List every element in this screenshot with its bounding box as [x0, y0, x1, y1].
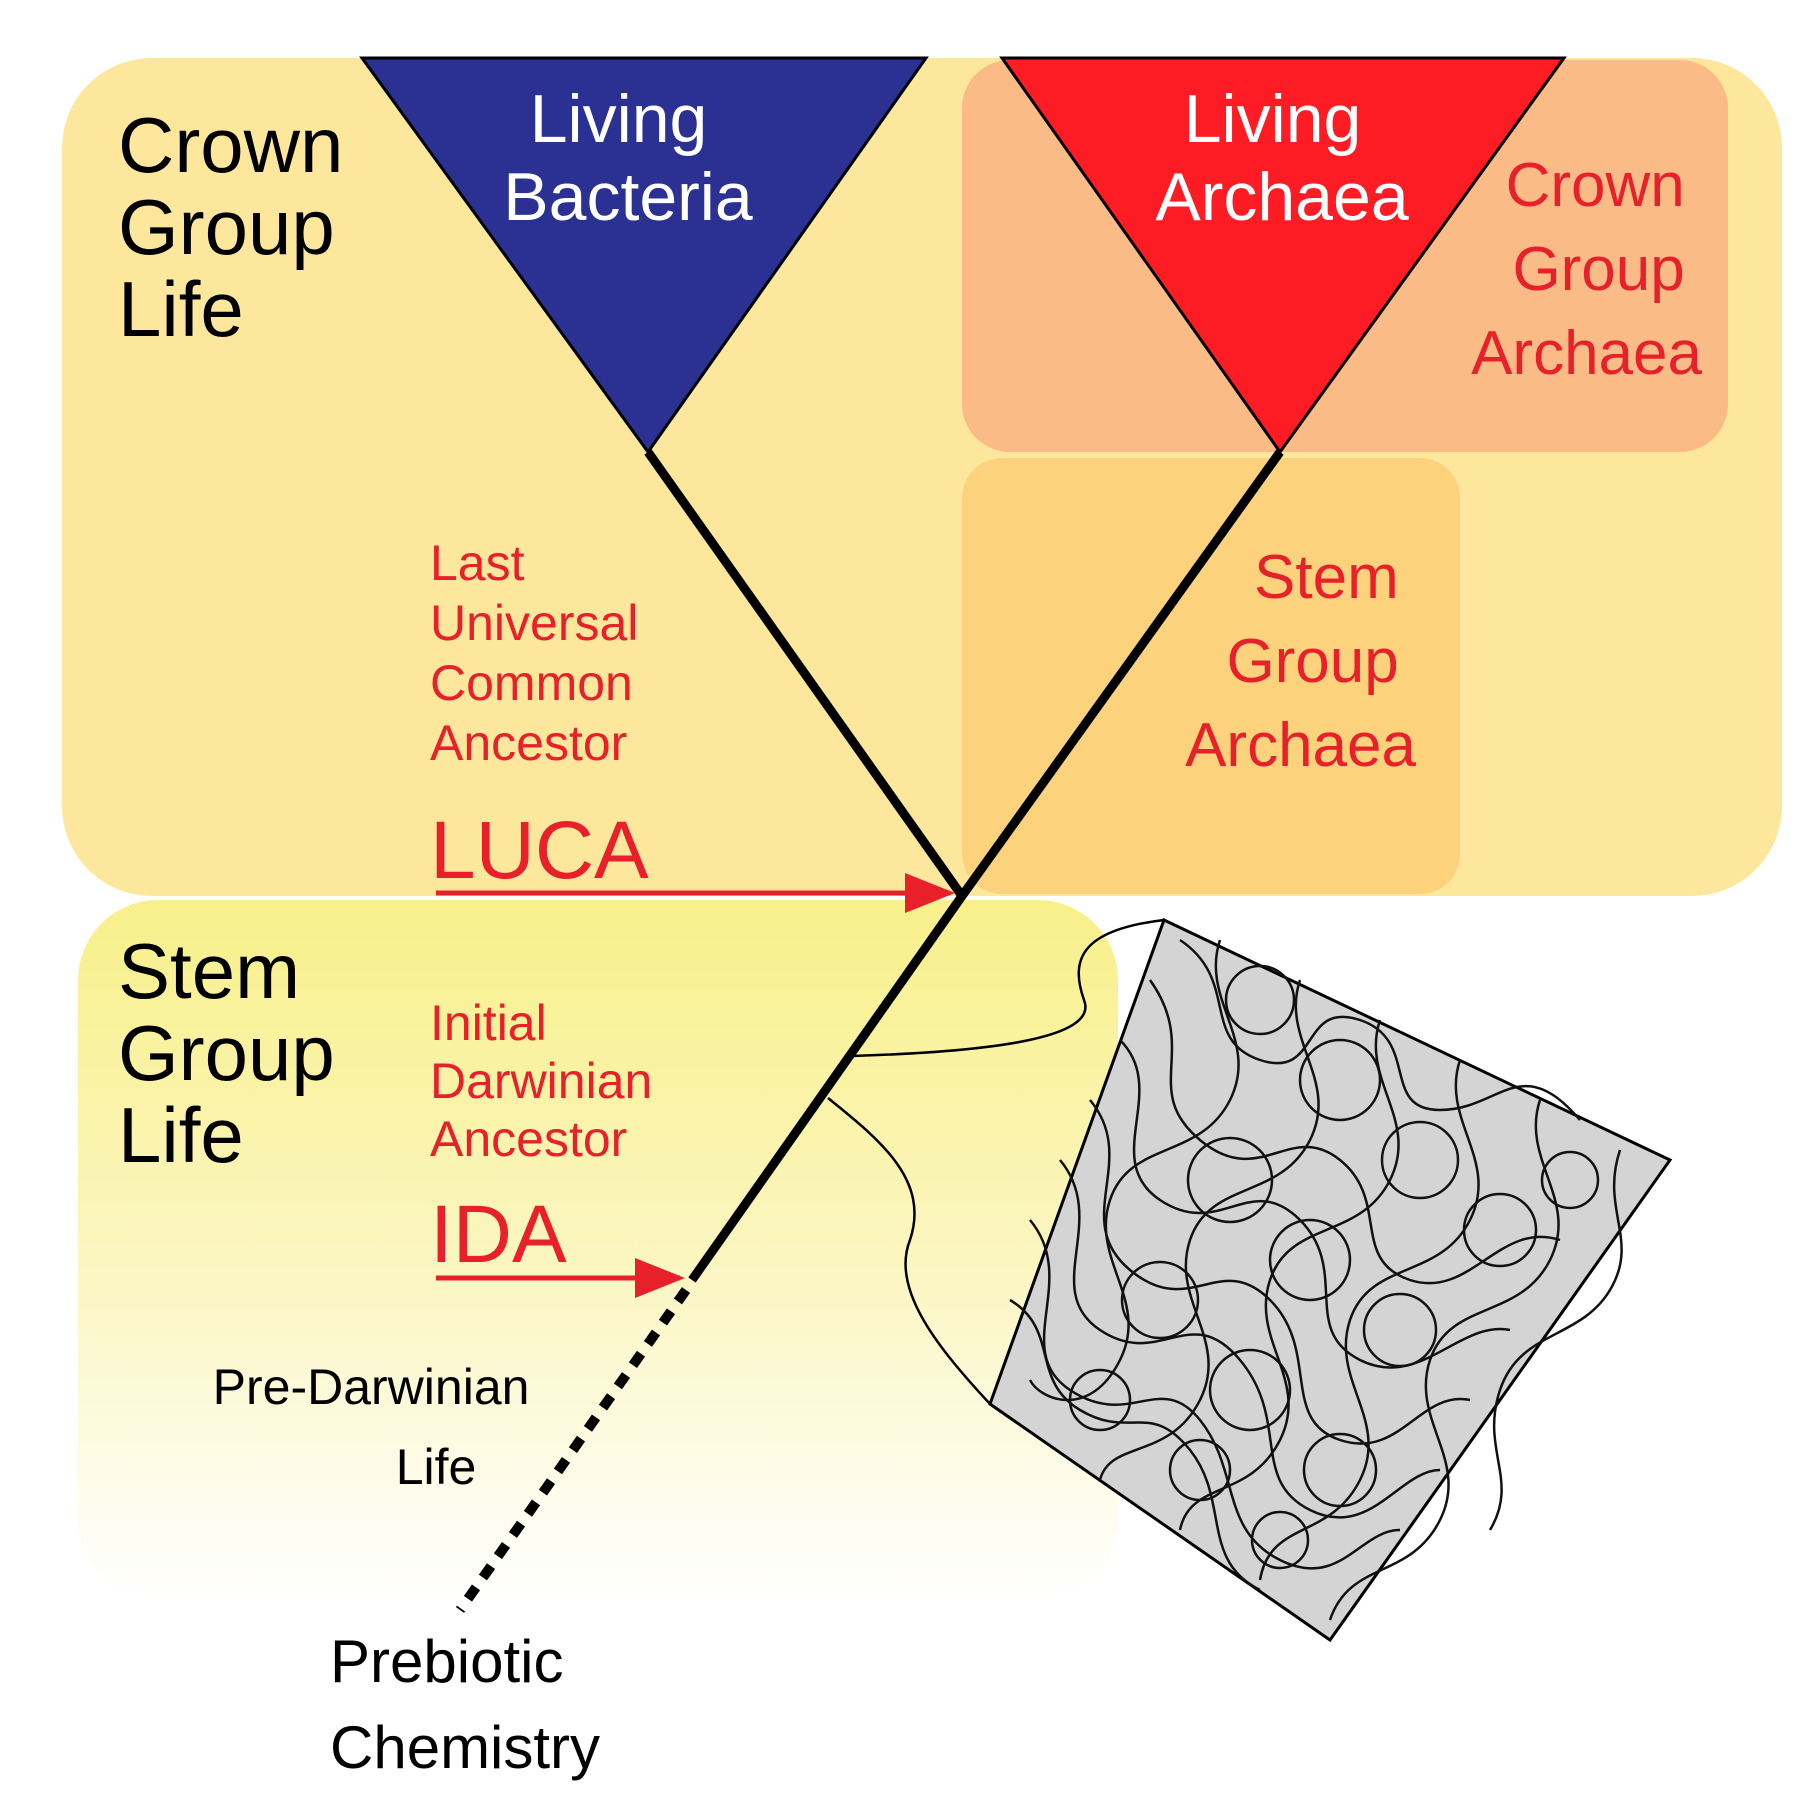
zoom-connector-upper	[851, 918, 1165, 1058]
network-panel	[988, 917, 1673, 1643]
stem-group-life-region	[78, 900, 1118, 1600]
luca-full-name-label: Last Universal Common Ancestor	[430, 535, 652, 771]
stem-group-archaea-label: Stem Group Archaea	[1185, 543, 1416, 780]
living-archaea-label: Living Archaea	[1155, 81, 1408, 235]
luca-abbreviation-label: LUCA	[430, 805, 649, 896]
stem-trunk	[688, 893, 966, 1283]
living-bacteria-triangle	[359, 56, 929, 455]
living-bacteria-label: Living Bacteria	[503, 81, 753, 235]
crown-group-archaea-label: Crown Group Archaea	[1471, 151, 1702, 388]
prebiotic-chemistry-label: Prebiotic Chemistry	[330, 1628, 600, 1781]
zoom-connector-lower	[827, 1097, 991, 1405]
bacteria-branch	[644, 449, 966, 899]
pre-darwinian-dotted-trunk	[455, 1287, 691, 1613]
stem-group-archaea-region	[962, 458, 1460, 894]
pre-darwinian-life-label: Pre-Darwinian Life	[213, 1359, 544, 1495]
stem-group-life-label: Stem Group Life	[118, 927, 356, 1179]
ida-full-name-label: Initial Darwinian Ancestor	[430, 995, 666, 1167]
crown-group-life-label: Crown Group Life	[118, 101, 365, 353]
ida-abbreviation-label: IDA	[430, 1189, 567, 1280]
archaea-branch	[958, 449, 1284, 899]
network-tangle	[1009, 938, 1623, 1621]
living-archaea-triangle	[999, 56, 1567, 455]
